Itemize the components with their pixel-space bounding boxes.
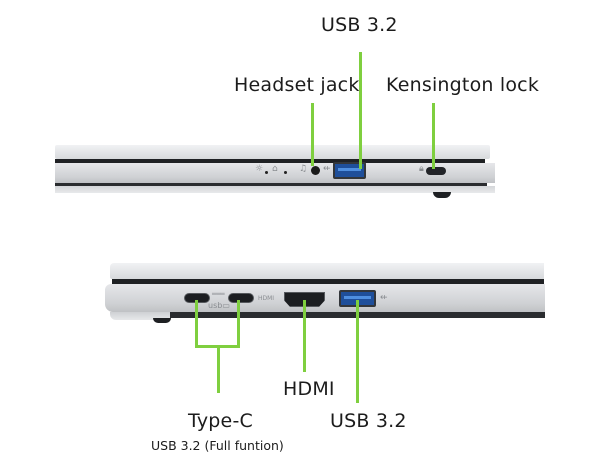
label-typec: Type-C bbox=[188, 410, 253, 432]
usb-symbol-icon: ⇷ bbox=[323, 164, 331, 174]
chassis-base bbox=[105, 284, 545, 312]
headset-jack-port bbox=[311, 166, 320, 175]
callout-line-headset bbox=[311, 103, 314, 166]
label-typec-subtitle: USB 3.2 (Full funtion) bbox=[151, 438, 284, 453]
base-underside bbox=[160, 312, 545, 318]
rubber-foot bbox=[153, 318, 171, 323]
label-headset-jack: Headset jack bbox=[234, 74, 360, 96]
label-usb-top: USB 3.2 bbox=[321, 14, 398, 36]
callout-line-hdmi bbox=[303, 300, 306, 372]
callout-line-kensington bbox=[432, 103, 435, 169]
hinge-gap bbox=[112, 279, 544, 284]
display-port-icon: usb▭ bbox=[208, 301, 230, 310]
lid-top bbox=[55, 145, 490, 159]
callout-line-typec-1 bbox=[195, 300, 198, 348]
usb-symbol-icon: ⇷ bbox=[380, 293, 388, 303]
headset-icon: ♫ bbox=[299, 164, 308, 174]
rubber-foot bbox=[433, 192, 451, 198]
base-underside bbox=[55, 183, 487, 186]
battery-indicator-icon: ⌂ bbox=[272, 164, 278, 174]
kensington-lock-slot bbox=[426, 167, 446, 175]
callout-line-typec-stem bbox=[217, 345, 220, 393]
lid-top bbox=[110, 263, 544, 279]
usb-a-port bbox=[333, 162, 366, 179]
chassis-base bbox=[55, 163, 495, 183]
power-indicator-icon: ☼ bbox=[255, 164, 264, 174]
callout-line-usb-top bbox=[359, 52, 362, 169]
led-dot bbox=[284, 171, 287, 174]
hinge-gap bbox=[55, 159, 485, 163]
label-usb-bottom: USB 3.2 bbox=[330, 410, 407, 432]
label-hdmi: HDMI bbox=[283, 378, 335, 400]
callout-line-usb-bottom bbox=[356, 300, 359, 403]
lock-icon: 🔒︎ bbox=[419, 164, 424, 174]
callout-line-typec-2 bbox=[237, 300, 240, 348]
chassis-bottom-lip bbox=[110, 312, 170, 320]
label-kensington-lock: Kensington lock bbox=[386, 74, 540, 96]
usb-c-symbol-icon: ═══ bbox=[212, 290, 225, 298]
led-dot bbox=[265, 171, 268, 174]
hdmi-symbol-icon: HDMI bbox=[258, 295, 275, 302]
usb-type-c-port-2 bbox=[228, 293, 254, 303]
chassis-bottom-lip bbox=[55, 186, 495, 193]
